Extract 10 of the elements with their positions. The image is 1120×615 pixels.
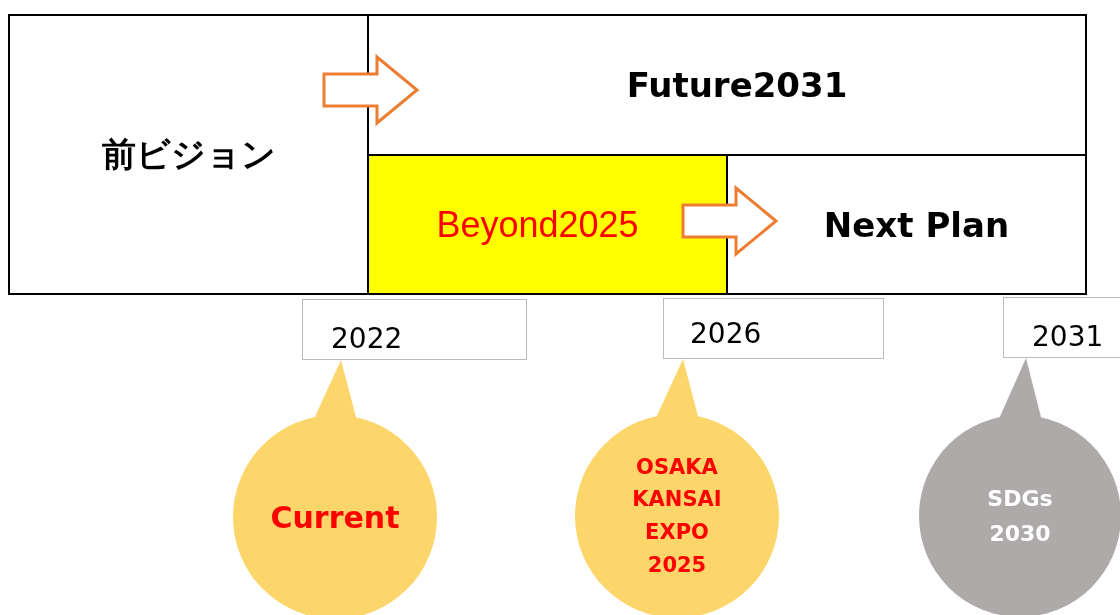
year-label: 2031: [1003, 297, 1120, 358]
callout-bubble: SDGs 2030: [919, 415, 1120, 615]
callout-bubble: OSAKA KANSAI EXPO 2025: [575, 414, 779, 615]
year-label: 2026: [663, 298, 884, 359]
block-arrow: [322, 53, 420, 127]
block-arrow: [681, 184, 779, 258]
plan-box: Beyond2025: [367, 154, 728, 295]
plan-box: Next Plan: [726, 154, 1087, 295]
year-label: 2022: [302, 299, 527, 360]
callout-bubble: Current: [233, 415, 437, 615]
